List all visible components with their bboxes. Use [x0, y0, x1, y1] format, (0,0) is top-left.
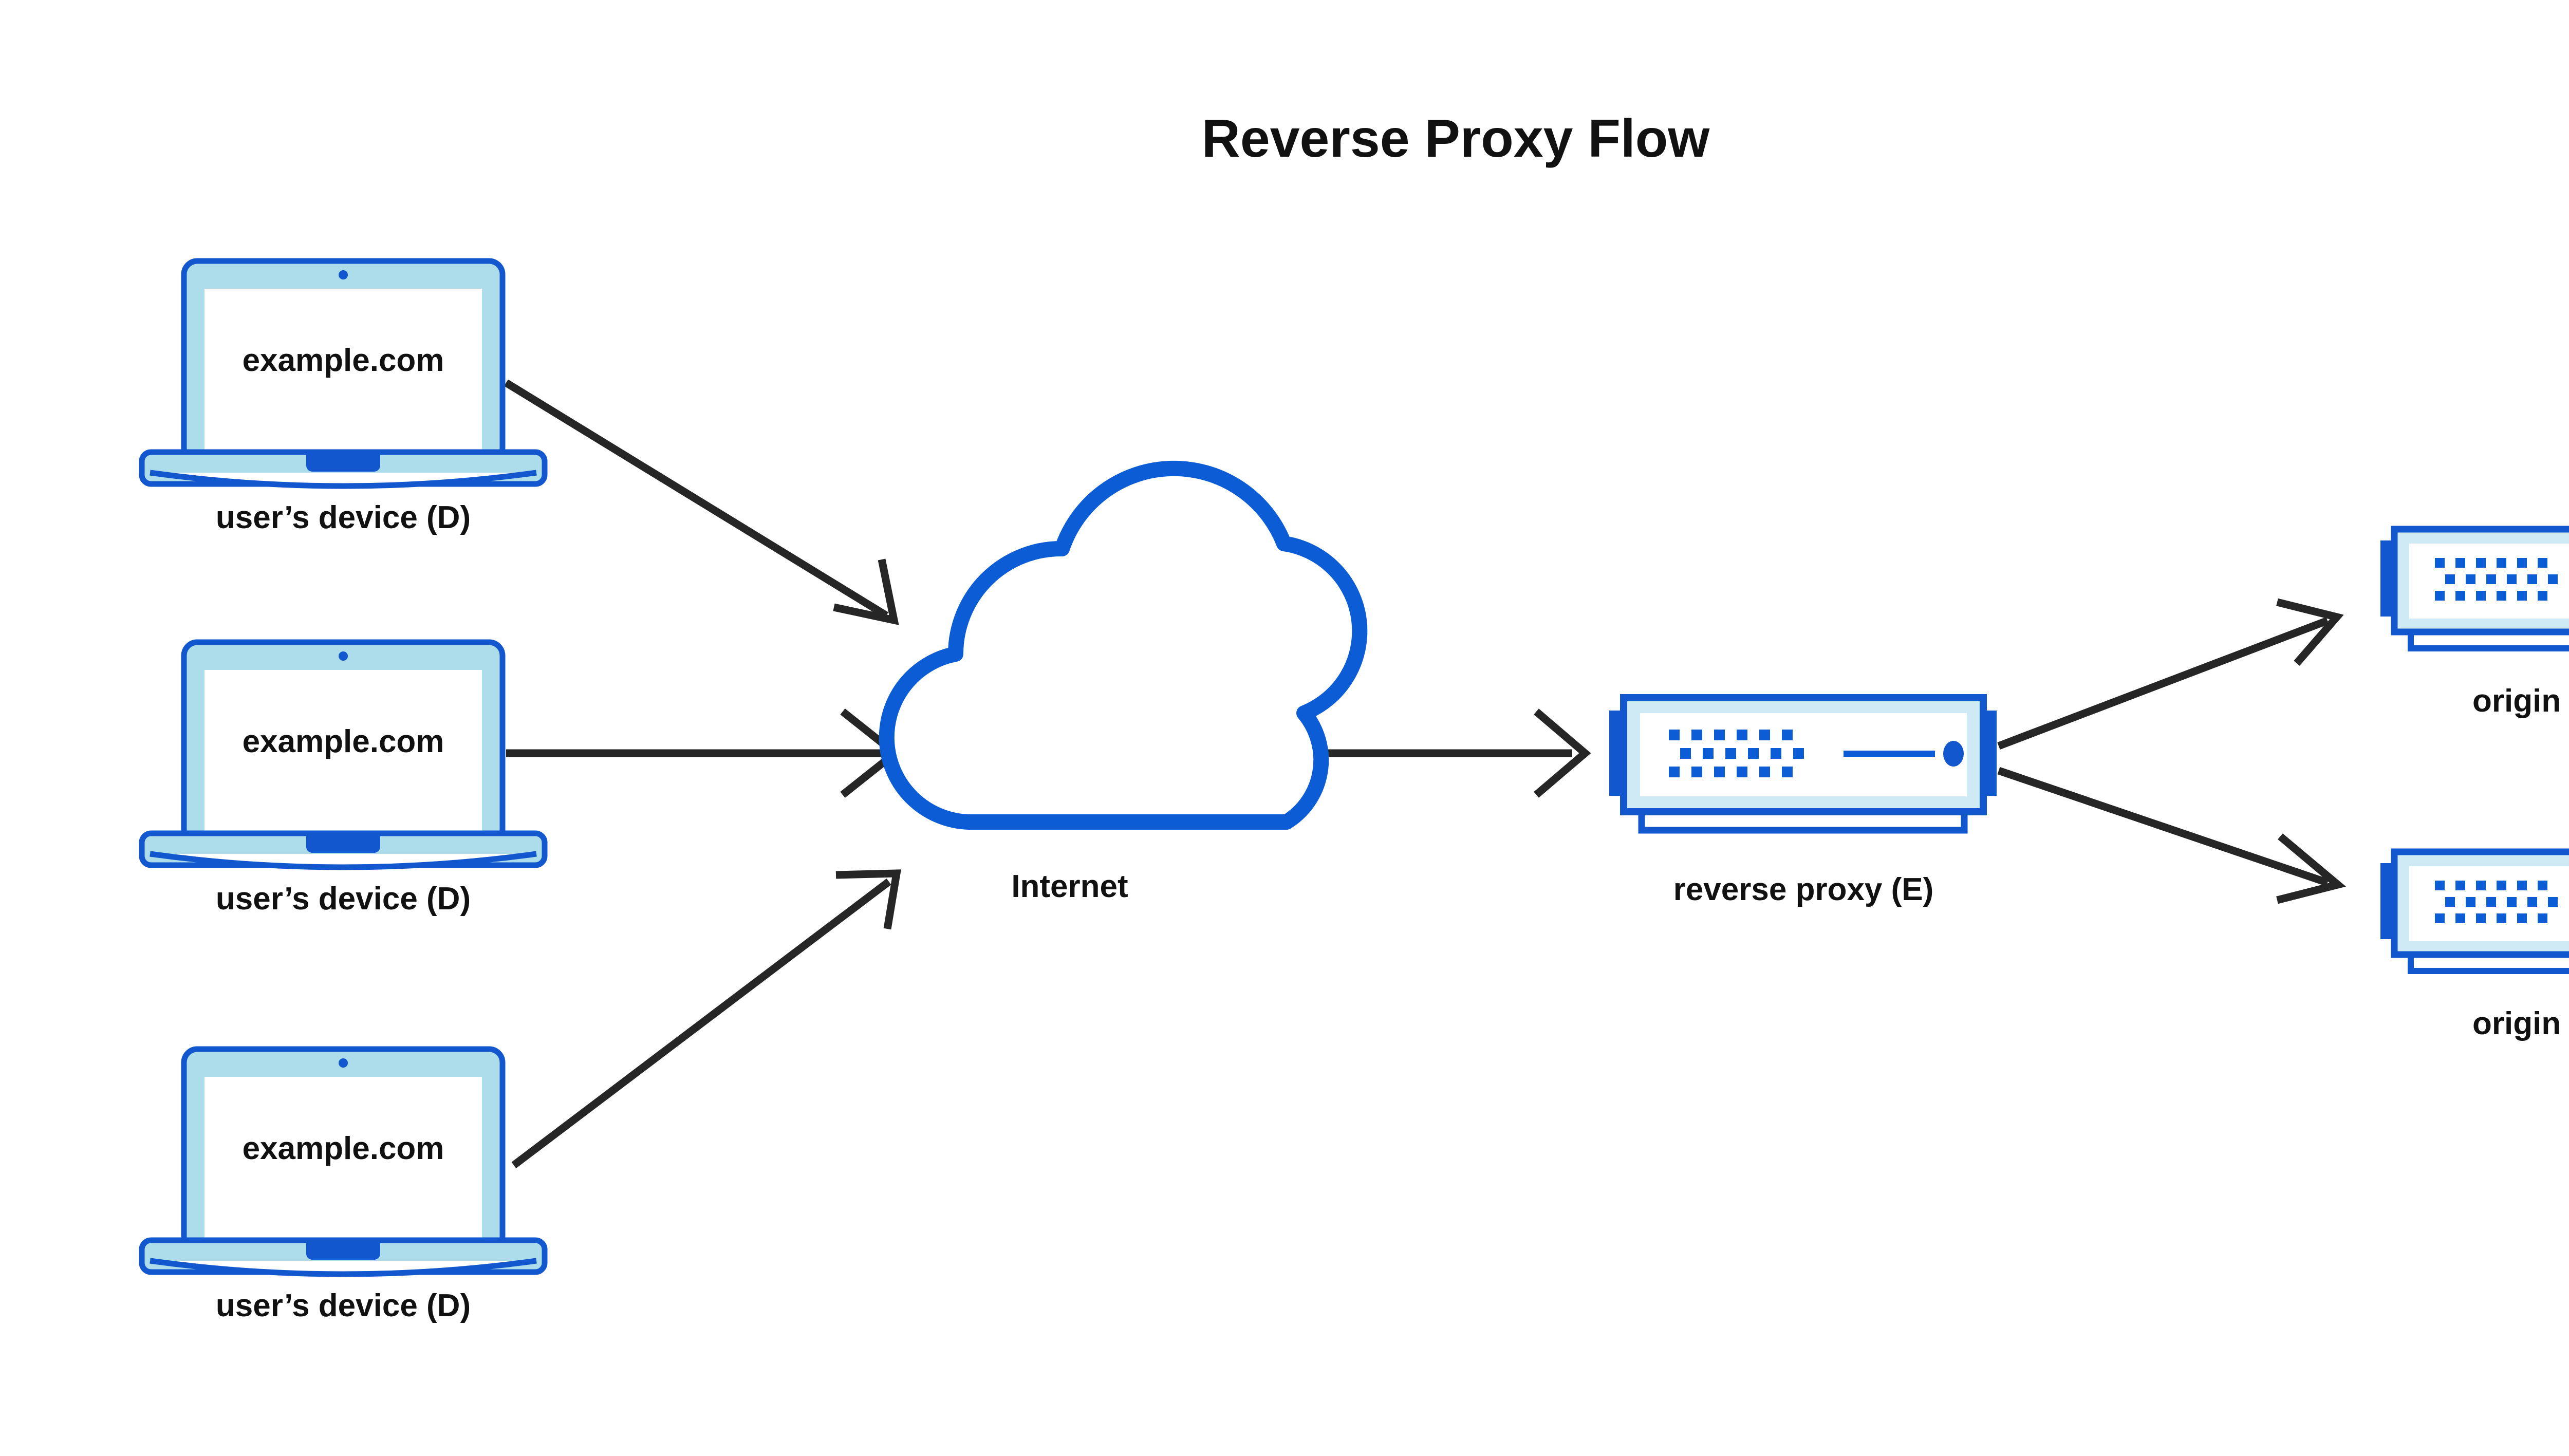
laptop-screen	[204, 1077, 482, 1246]
laptop-foot	[150, 470, 537, 489]
user-device-top-label: user’s device (D)	[216, 500, 471, 535]
origin-server-top[interactable]: origin server (F)	[2380, 526, 2569, 719]
laptop-screen-text: example.com	[243, 343, 444, 378]
connector-device-bottom-to-internet	[511, 869, 901, 1168]
server-icon	[2380, 848, 2569, 974]
user-device-bottom[interactable]: example.com user’s device (D)	[139, 1046, 548, 1323]
laptop-screen	[204, 670, 482, 839]
laptop-icon	[139, 258, 548, 489]
connections-layer	[504, 379, 2347, 1168]
user-device-bottom-label: user’s device (D)	[216, 1288, 471, 1323]
cloud-icon	[879, 460, 1368, 830]
server-vent-grid-icon	[2435, 558, 2558, 601]
laptop-screen-text: example.com	[243, 724, 444, 759]
page-title: Reverse Proxy Flow	[1202, 109, 1710, 169]
server-vent-grid-icon	[1669, 730, 1804, 777]
origin-server-bottom-label: origin server (F)	[2472, 1006, 2569, 1041]
server-icon	[1609, 694, 1997, 834]
user-device-middle-label: user’s device (D)	[216, 881, 471, 917]
internet-label: Internet	[1011, 869, 1128, 904]
server-status-lamp-icon	[1943, 741, 1964, 767]
connector-proxy-to-origin-bottom	[1997, 767, 2347, 904]
laptop-trackpad-notch	[306, 1242, 380, 1260]
laptop-trackpad-notch	[306, 835, 380, 853]
server-icon	[2380, 526, 2569, 651]
laptop-camera-icon	[339, 651, 348, 661]
user-device-middle[interactable]: example.com user’s device (D)	[139, 639, 548, 917]
laptop-trackpad-notch	[306, 454, 380, 472]
laptop-icon	[139, 639, 548, 870]
internet-cloud[interactable]: Internet	[879, 460, 1368, 904]
laptop-screen-text: example.com	[243, 1131, 444, 1166]
laptop-foot	[150, 1258, 537, 1277]
connector-device-top-to-internet	[504, 379, 899, 625]
reverse-proxy[interactable]: reverse proxy (E)	[1609, 694, 1997, 907]
laptop-screen	[204, 289, 482, 458]
connector-proxy-to-origin-top	[1997, 598, 2344, 750]
server-vent-grid-icon	[2435, 881, 2558, 923]
laptop-camera-icon	[339, 1058, 348, 1068]
origin-server-top-label: origin server (F)	[2472, 683, 2569, 719]
origin-server-bottom[interactable]: origin server (F)	[2380, 848, 2569, 1041]
laptop-icon	[139, 1046, 548, 1277]
laptop-foot	[150, 851, 537, 870]
laptop-camera-icon	[339, 270, 348, 279]
user-device-top[interactable]: example.com user’s device (D)	[139, 258, 548, 535]
reverse-proxy-label: reverse proxy (E)	[1673, 872, 1934, 907]
server-status-line	[1844, 751, 1935, 757]
